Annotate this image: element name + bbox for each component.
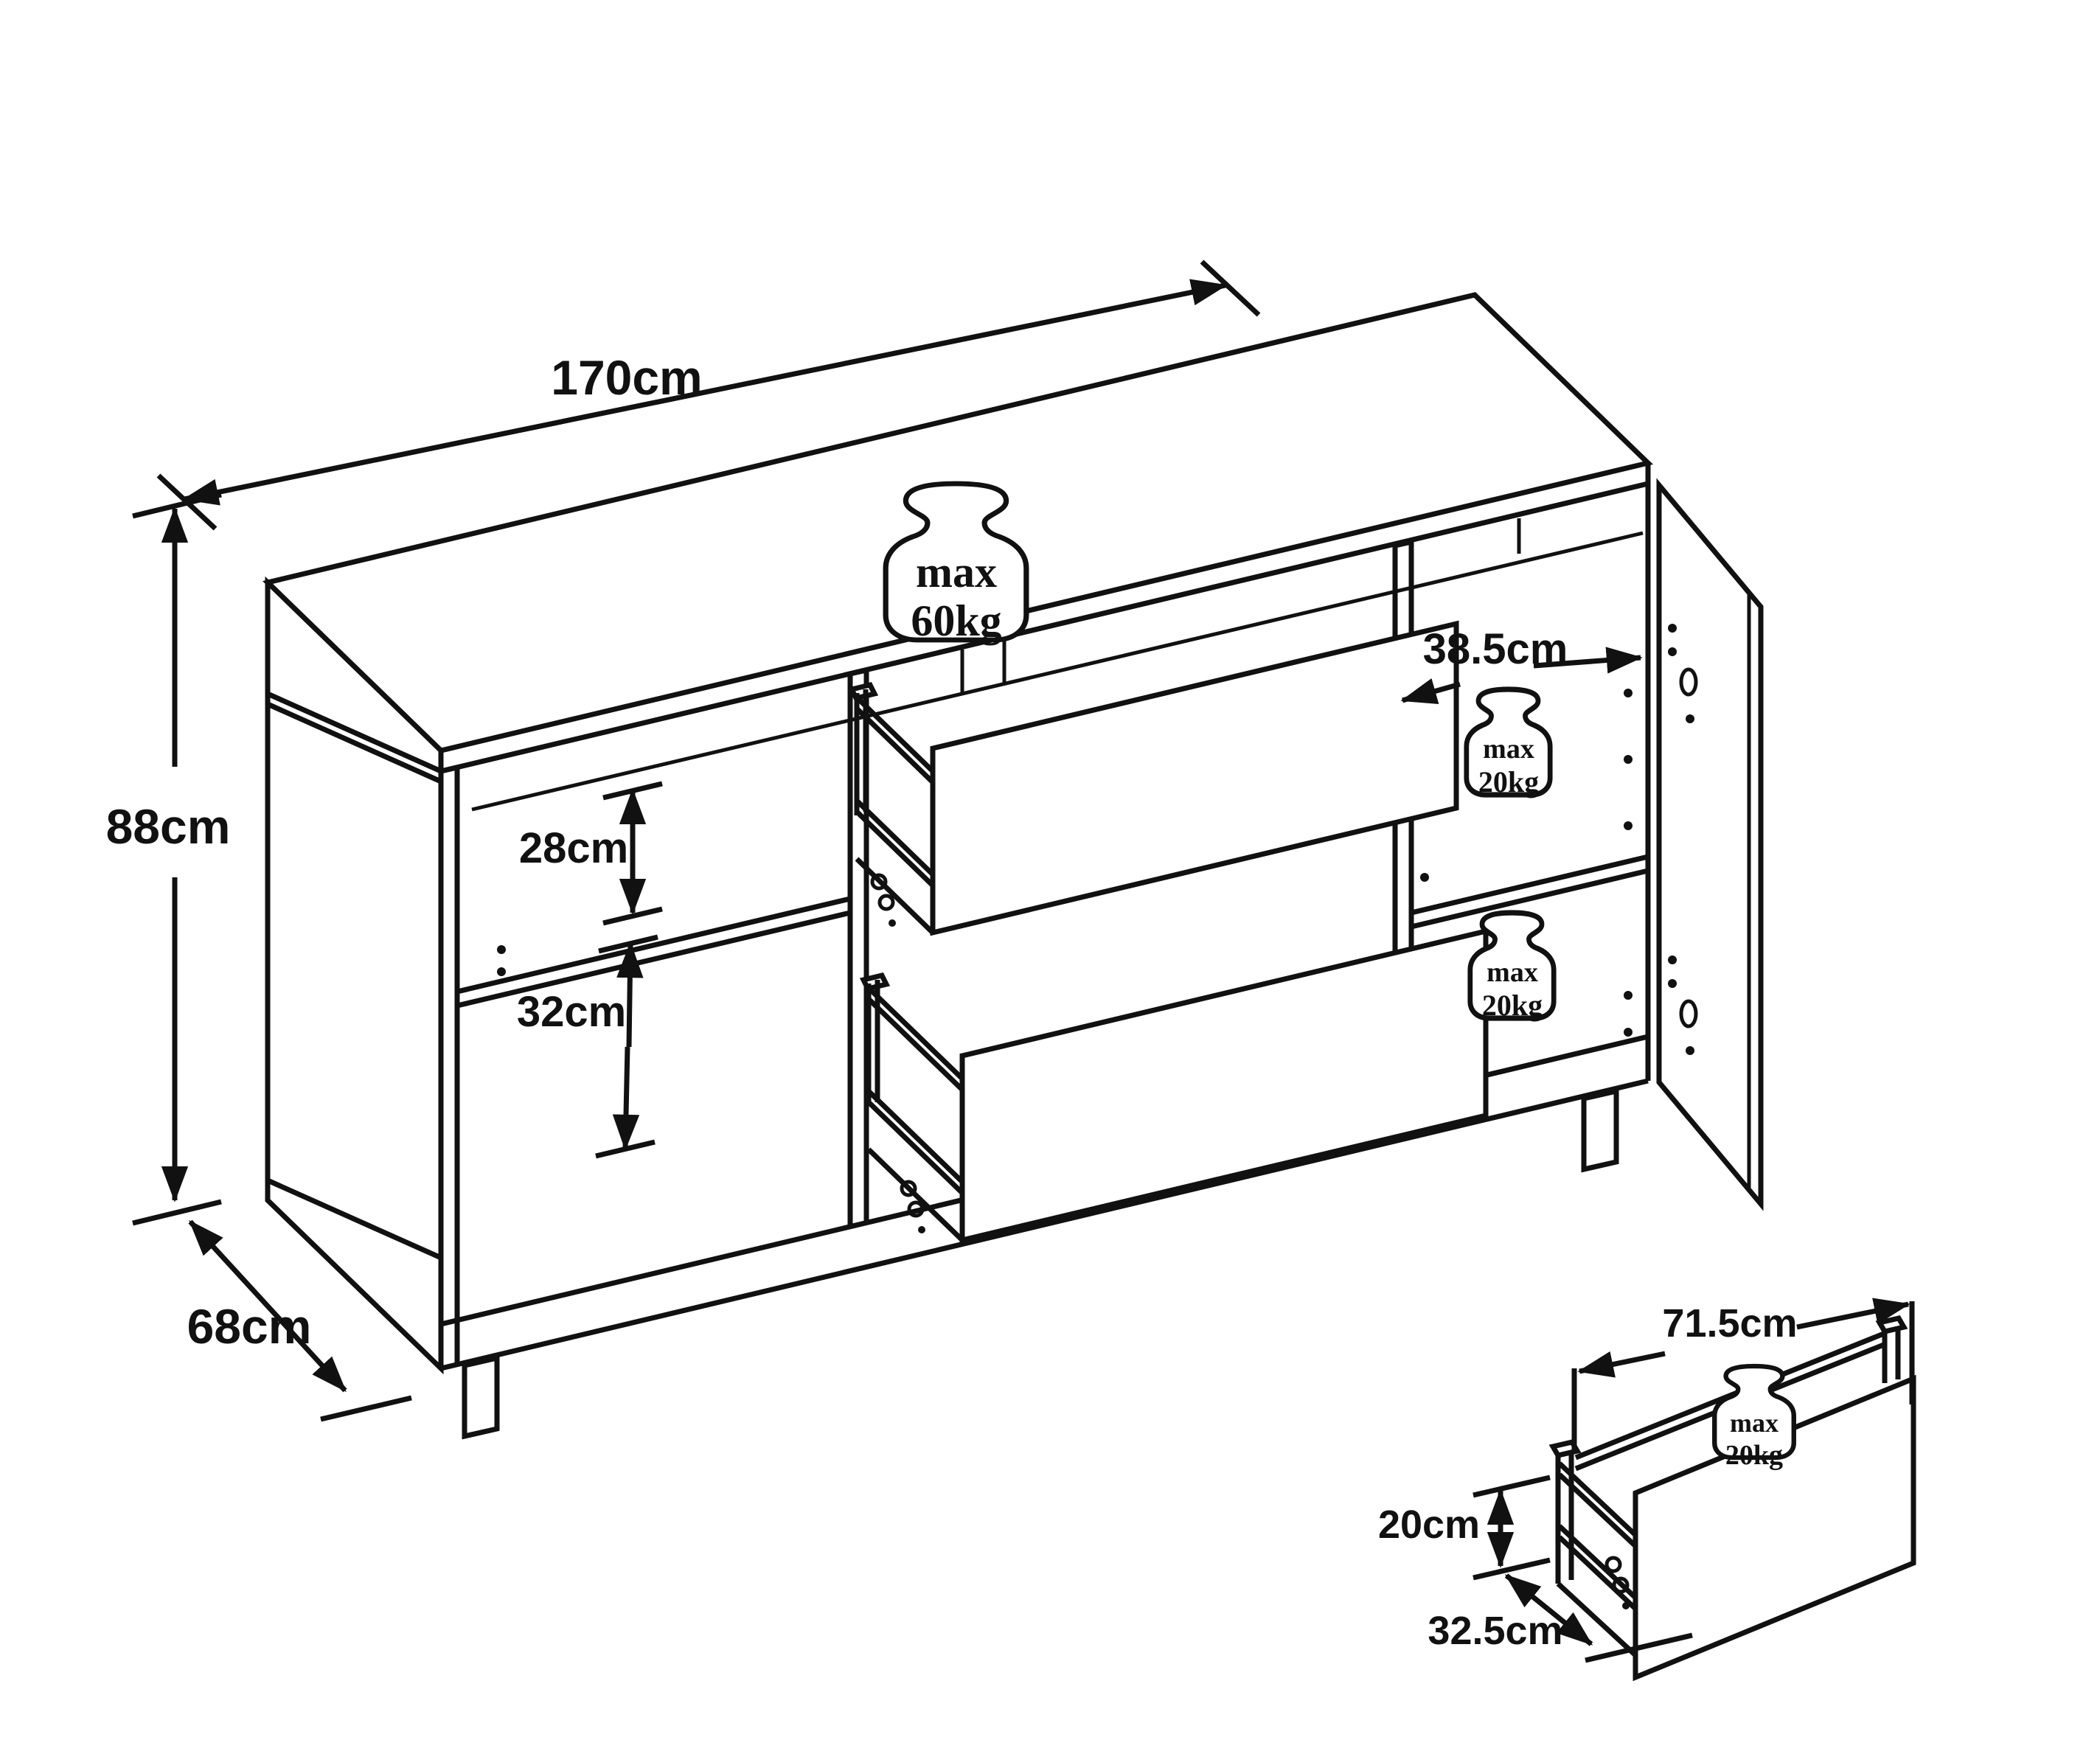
label-cabinet-height: 88cm (106, 799, 231, 854)
label-right-compartment-width: 38.5cm (1423, 625, 1568, 673)
right-shelf (1411, 854, 1649, 930)
dimension-drawer-width (1571, 1298, 1915, 1454)
back-panel-top-edge (471, 531, 1644, 812)
detail-drawer (1473, 1298, 1916, 1682)
dimension-right-compartment-width (1400, 647, 1643, 704)
left-shelf (456, 896, 851, 1009)
right-door-panel (1656, 478, 1764, 1211)
dimension-drawer-depth (1504, 1573, 1693, 1663)
door-hinge-holes (1668, 624, 1698, 1055)
dimension-lines (132, 260, 1643, 1422)
drawer-front-panel (930, 620, 1459, 936)
weight-limit-right-lower-line2: 20kg (1482, 989, 1543, 1022)
lower-drawer (859, 927, 1489, 1244)
drawer-side-rails (855, 695, 935, 935)
weight-limit-right-upper-line1: max (1483, 734, 1534, 765)
dimension-shelf-lower (595, 934, 658, 1159)
label-drawer-depth: 32.5cm (1428, 1609, 1562, 1653)
dimension-drawer-height (1473, 1475, 1551, 1581)
label-shelf-upper-height: 28cm (519, 824, 628, 872)
drawer-side-rails (1556, 1461, 1638, 1657)
dimension-shelf-upper (602, 781, 663, 926)
left-door-panel (265, 689, 444, 1262)
cabinet-leg-right (1581, 1087, 1619, 1173)
weight-limit-right-upper-line2: 20kg (1478, 765, 1539, 798)
weight-limit-drawer-line1: max (1730, 1408, 1779, 1438)
drawer-side-rails (866, 986, 964, 1242)
label-cabinet-depth: 68cm (187, 1299, 312, 1354)
weight-limit-top-line2: 60kg (911, 596, 1001, 645)
label-cabinet-width: 170cm (551, 350, 703, 405)
dimension-cabinet-height (132, 492, 222, 1226)
weight-limit-top-line1: max (916, 548, 997, 596)
weight-limit-drawer-line2: 20kg (1725, 1440, 1783, 1471)
dimension-cabinet-depth (188, 1219, 412, 1422)
upper-drawer (847, 620, 1459, 936)
shelf-pin-holes (497, 689, 1633, 1051)
sideboard-cabinet (262, 292, 1764, 1440)
drawer-front-panel (1633, 1374, 1916, 1682)
label-drawer-width: 71.5cm (1662, 1301, 1797, 1346)
drawer-front-panel (959, 927, 1489, 1244)
label-drawer-height: 20cm (1378, 1503, 1480, 1547)
label-shelf-lower-height: 32cm (517, 988, 626, 1036)
weight-limit-right-lower-line1: max (1487, 957, 1538, 988)
cabinet-leg-left (462, 1354, 500, 1440)
front-left-stile (438, 765, 460, 1368)
